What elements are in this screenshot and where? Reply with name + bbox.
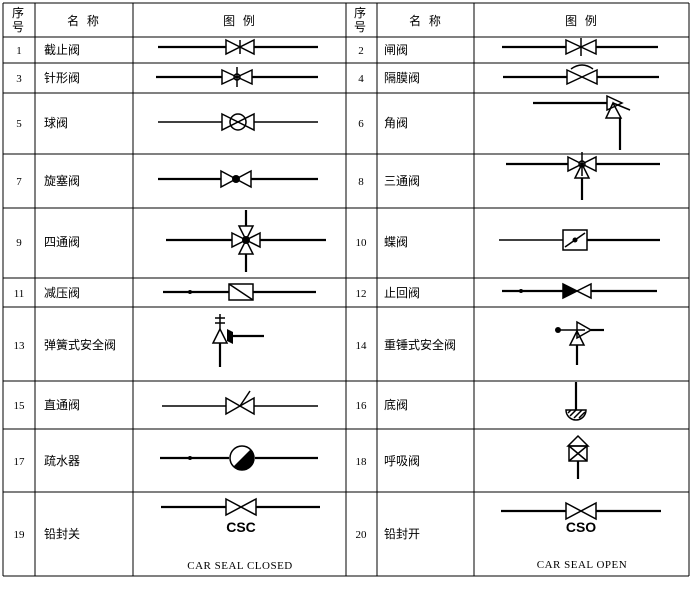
item-name: 旋塞阀 [44, 173, 80, 188]
straight-through-valve-icon [162, 390, 318, 416]
item-name: 止回阀 [384, 286, 420, 300]
row-number: 20 [356, 529, 368, 541]
butterfly-valve-icon [499, 229, 660, 251]
item-name: 直通阀 [44, 398, 80, 412]
item-name: 针形阀 [44, 70, 80, 85]
item-name: 四通阀 [44, 235, 80, 249]
gate-valve-icon [502, 38, 658, 56]
row-number: 4 [358, 73, 364, 85]
car-seal-open-valve-icon: CSO [501, 501, 661, 535]
row-number: 13 [14, 340, 26, 352]
item-name: 隔膜阀 [384, 71, 420, 85]
pressure-reducing-valve-icon [163, 283, 316, 301]
row-9: 17 疏水器 18 呼吸阀 [14, 453, 421, 468]
row-number: 2 [358, 45, 364, 57]
seal-code: CSC [226, 519, 256, 535]
needle-valve-icon [156, 67, 318, 87]
item-name: 角阀 [384, 116, 408, 130]
row-4: 7 旋塞阀 8 三通阀 [16, 173, 420, 188]
header-no-right: 序号 [354, 5, 368, 34]
spring-safety-valve-icon [211, 314, 264, 367]
table-grid [2, 2, 690, 577]
row-3: 5 球阀 6 角阀 [16, 116, 408, 130]
item-name: 蝶阀 [384, 234, 408, 249]
row-number: 19 [14, 529, 26, 541]
row-number: 12 [356, 288, 367, 300]
angle-valve-icon [533, 94, 631, 150]
row-7: 13 弹簧式安全阀 14 重锤式安全阀 [14, 337, 457, 352]
item-name: 减压阀 [44, 286, 80, 300]
globe-valve-icon [158, 38, 318, 56]
item-name: 呼吸阀 [384, 454, 420, 468]
three-way-valve-icon [506, 152, 660, 200]
row-number: 1 [16, 45, 22, 57]
row-number: 15 [14, 400, 26, 412]
row-number: 6 [358, 118, 364, 130]
car-seal-caption: CAR SEAL CLOSED [187, 560, 293, 572]
row-number: 7 [16, 176, 22, 188]
foot-valve-icon [565, 382, 587, 421]
header-symbol-left: 图 例 [223, 14, 257, 28]
item-name: 三通阀 [384, 174, 420, 188]
header-name-right: 名 称 [409, 13, 443, 28]
row-number: 17 [14, 456, 26, 468]
item-name: 截止阀 [44, 43, 80, 57]
row-10: 19 铅封关 20 铅封开 [14, 527, 421, 541]
diaphragm-valve-icon [503, 64, 659, 86]
row-number: 8 [358, 176, 364, 188]
item-name: 弹簧式安全阀 [44, 337, 116, 352]
ball-valve-icon [158, 112, 318, 132]
four-way-valve-icon [166, 210, 326, 272]
row-1: 1 截止阀 2 闸阀 [16, 43, 408, 57]
item-name: 铅封关 [44, 527, 80, 541]
item-name: 底阀 [384, 397, 408, 412]
header-name-left: 名 称 [67, 13, 101, 28]
weight-safety-valve-icon [555, 320, 604, 365]
plug-valve-icon [158, 169, 318, 189]
row-number: 16 [356, 400, 368, 412]
row-number: 18 [356, 456, 368, 468]
row-number: 11 [14, 288, 25, 300]
item-name: 疏水器 [44, 453, 80, 468]
row-8: 15 直通阀 16 底阀 [14, 397, 409, 412]
row-number: 10 [356, 237, 368, 249]
car-seal-caption: CAR SEAL OPEN [537, 559, 627, 571]
header-symbol-right: 图 例 [565, 14, 599, 28]
steam-trap-icon [160, 445, 318, 471]
table-header: 序号 名 称 图 例 序号 名 称 图 例 [12, 5, 599, 34]
car-seal-closed-valve-icon: CSC [161, 497, 320, 535]
row-number: 3 [16, 73, 22, 85]
check-valve-icon [502, 282, 657, 300]
row-6: 11 减压阀 12 止回阀 [14, 286, 420, 300]
item-name: 闸阀 [384, 43, 408, 57]
breather-valve-icon [566, 434, 590, 479]
row-number: 14 [356, 340, 368, 352]
row-number: 5 [16, 118, 22, 130]
item-name: 铅封开 [384, 527, 420, 541]
row-5: 9 四通阀 10 蝶阀 [16, 234, 408, 249]
item-name: 重锤式安全阀 [384, 337, 456, 352]
row-2: 3 针形阀 4 隔膜阀 [16, 70, 420, 85]
header-no-left: 序号 [12, 5, 26, 34]
item-name: 球阀 [44, 116, 68, 130]
seal-code: CSO [566, 519, 596, 535]
row-number: 9 [16, 237, 22, 249]
